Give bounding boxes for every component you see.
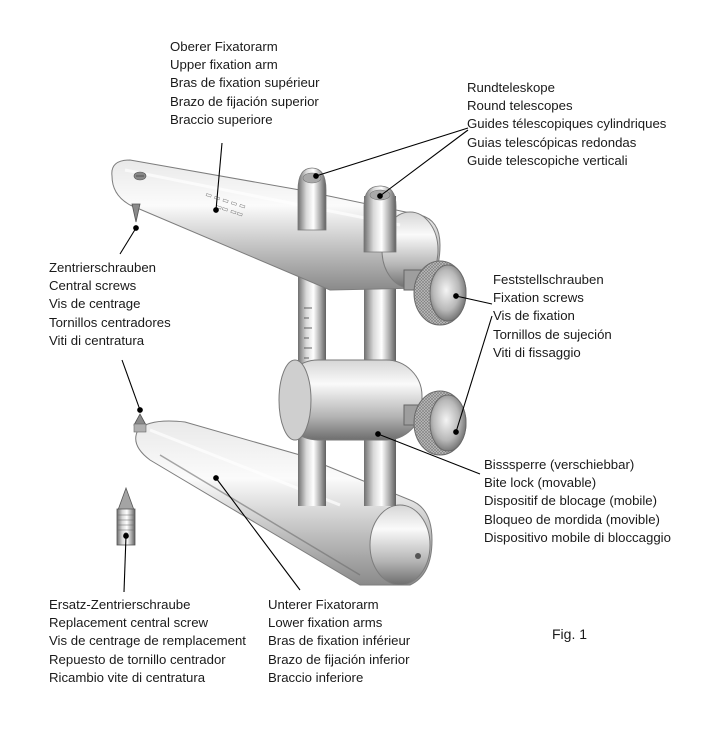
leader-central-screw-upper [119, 227, 137, 255]
label-fixation-screws: Feststellschrauben Fixation screws Vis d… [493, 272, 612, 360]
bite-lock [278, 359, 423, 441]
label-bite-lock: Bisssperre (verschiebbar) Bite lock (mov… [484, 457, 671, 545]
replacement-central-screw [116, 486, 136, 546]
label-upper-fixation-arm: Oberer Fixatorarm Upper fixation arm Bra… [170, 39, 320, 127]
leader-lower-arm [215, 477, 301, 591]
upper-central-screw [131, 203, 141, 223]
fixation-screws [403, 260, 467, 456]
leader-replacement-screw [123, 535, 127, 593]
leader-upper-arm [215, 142, 223, 211]
lower-central-screw [133, 413, 147, 433]
leader-central-screw-lower [121, 359, 141, 411]
leader-telescope-1 [315, 127, 469, 177]
label-lower-fixation-arm: Unterer Fixatorarm Lower fixation arms B… [268, 597, 411, 685]
label-central-screws: Zentrierschrauben Central screws Vis de … [49, 260, 171, 348]
label-round-telescopes: Rundteleskope Round telescopes Guides té… [467, 80, 667, 168]
figure-caption: Fig. 1 [552, 626, 588, 642]
leader-fixation-screws-2 [455, 315, 493, 433]
leader-fixation-screws-1 [455, 295, 493, 305]
leader-telescope-2 [379, 129, 469, 197]
label-replacement-central-screw: Ersatz-Zentrierschraube Replacement cent… [49, 597, 246, 685]
leader-bite-lock [377, 433, 481, 475]
leader-lines [119, 127, 493, 593]
